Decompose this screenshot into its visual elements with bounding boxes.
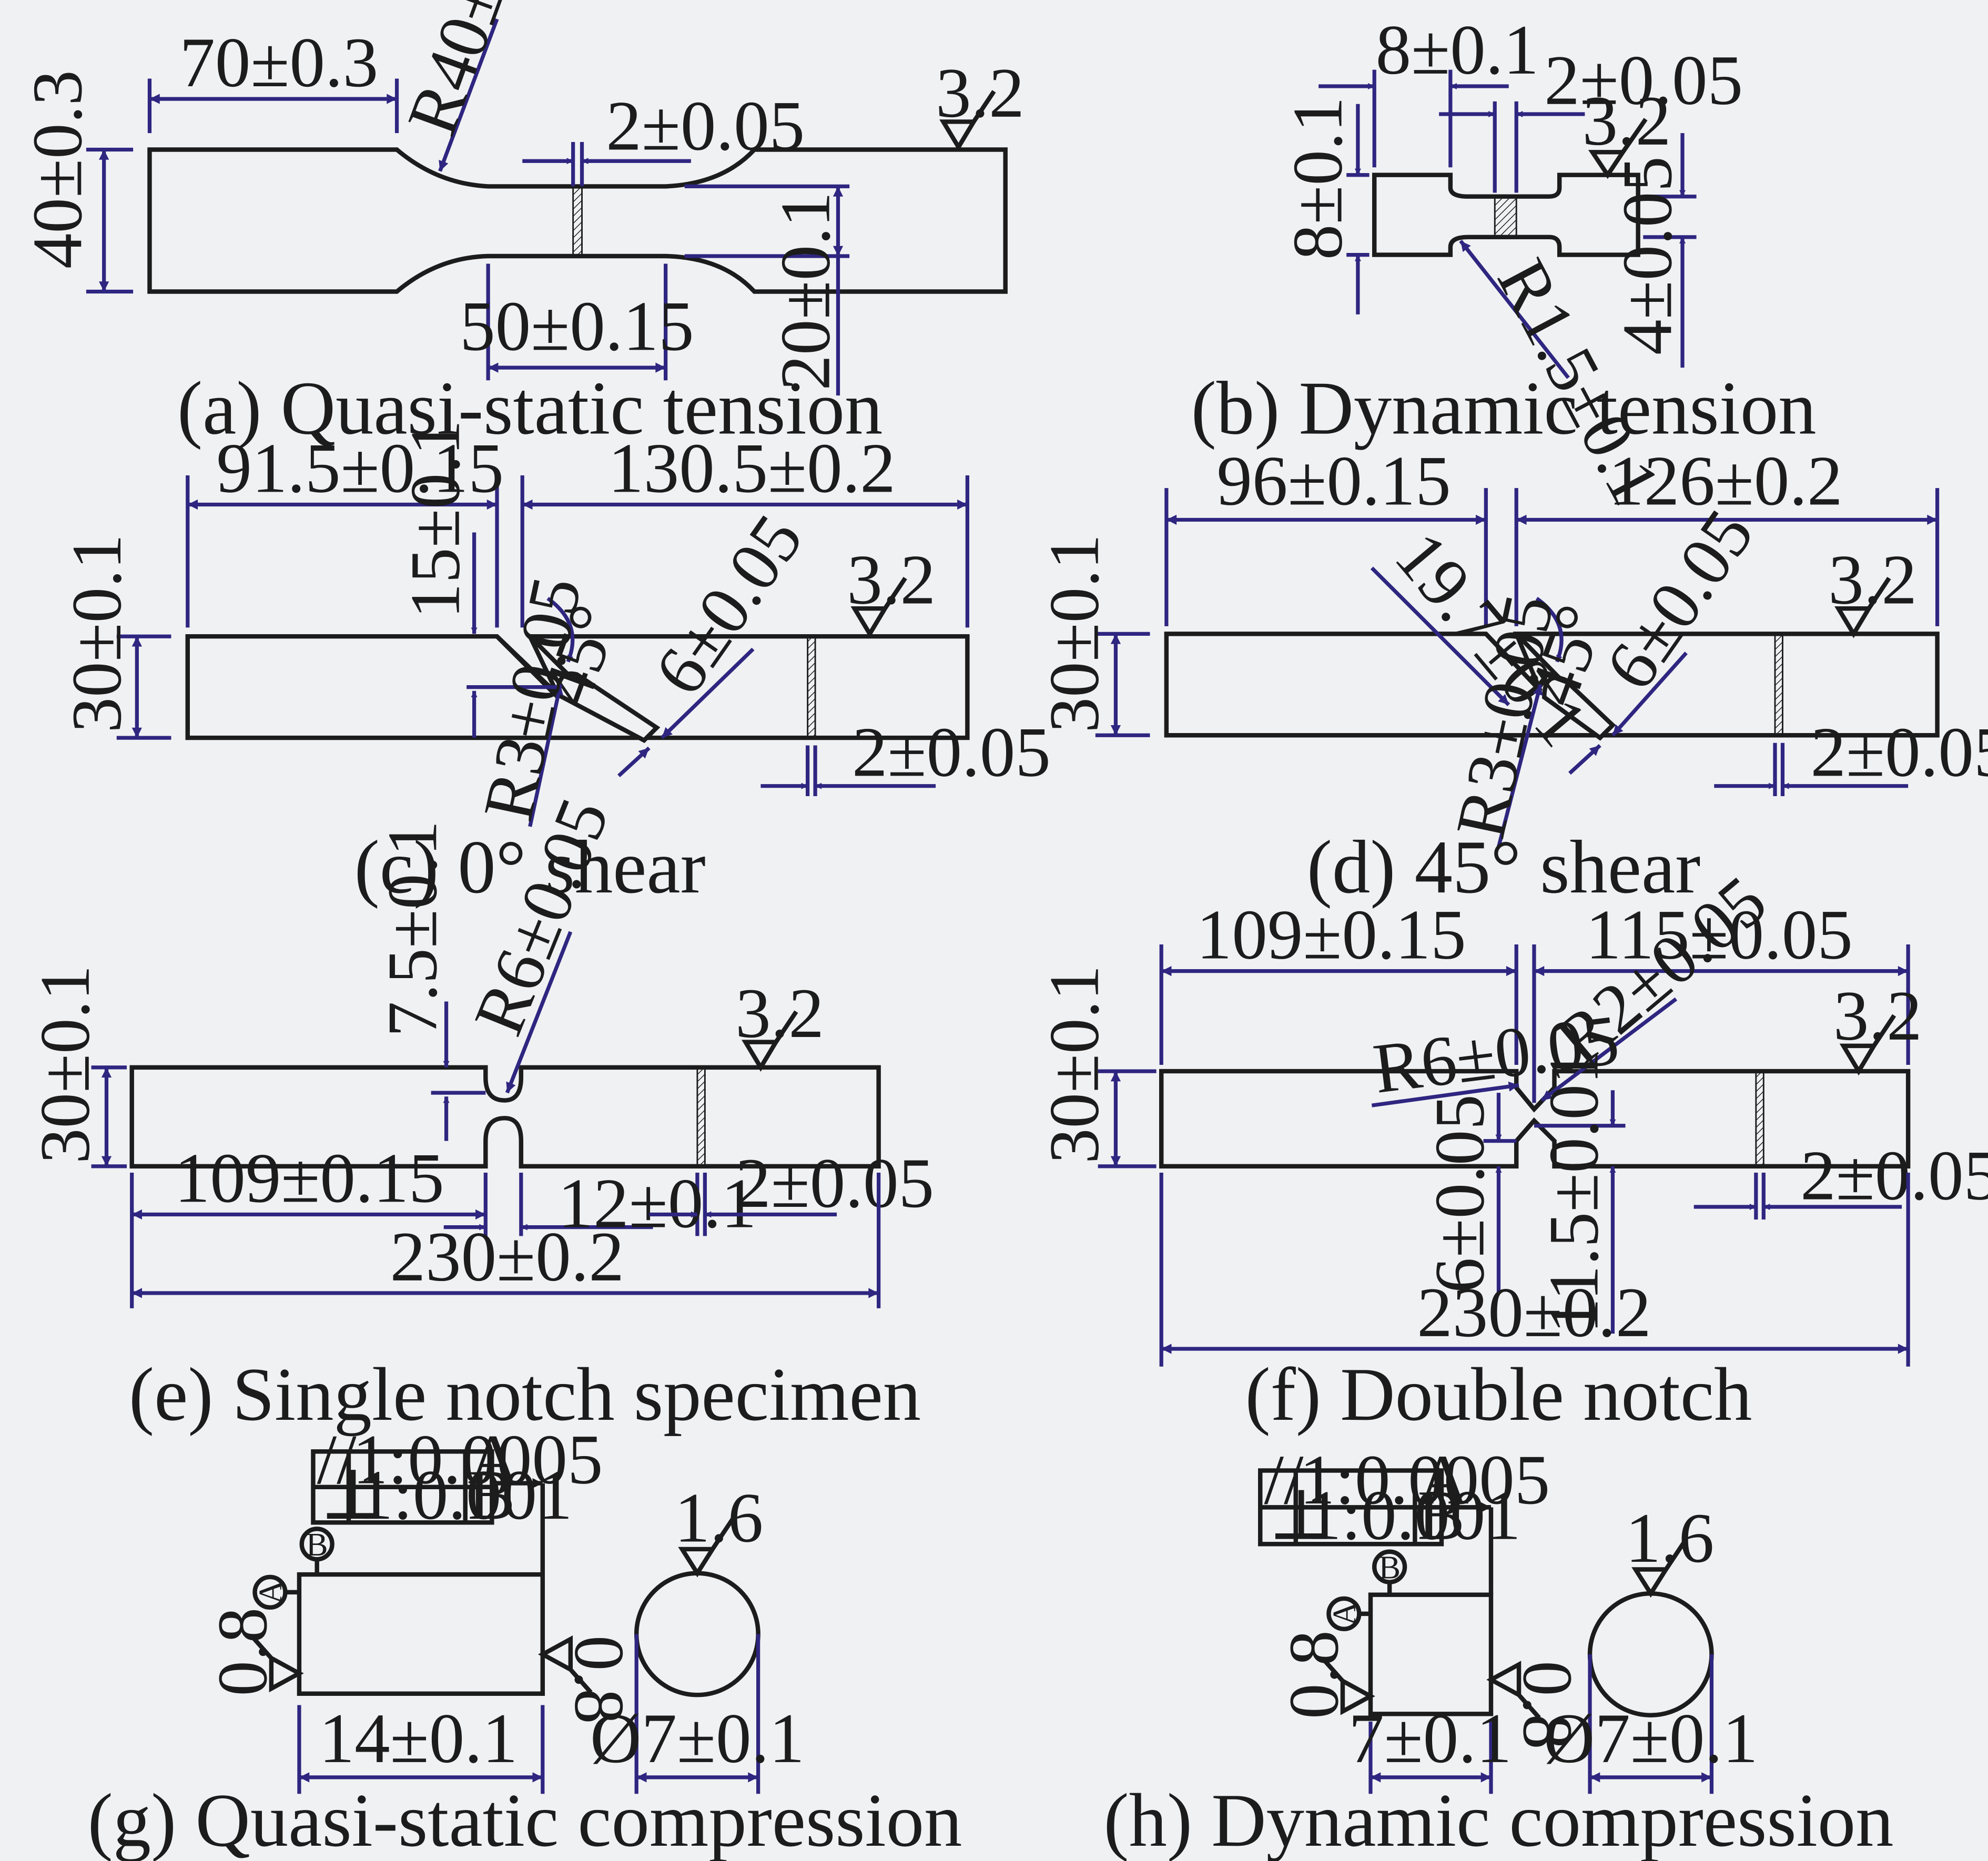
panel-g-quasi-static-compression: // 1:0.0005 A ⊥ 1:0.001 B B A 0.8 0.8 14… xyxy=(88,1421,962,1861)
datum-b: B xyxy=(306,1526,328,1563)
dim-115: 115±0.05 xyxy=(1586,896,1853,974)
double-notch-outline xyxy=(1159,1069,1911,1169)
tol-perpendicular-symbol: ⊥ xyxy=(319,1456,386,1534)
dim-91.5: 91.5±0.15 xyxy=(216,429,504,507)
gauge-hatch xyxy=(572,185,583,257)
dim-2: 2±0.05 xyxy=(606,87,805,166)
datum-b: B xyxy=(1378,1549,1401,1585)
dim-12: 12±0.1 xyxy=(558,1165,757,1243)
dim-96: 96±0.15 xyxy=(1216,442,1451,521)
roughness-top: 1.6 xyxy=(675,1479,764,1557)
dim-8-height: 8±0.1 xyxy=(1279,97,1357,260)
datum-a: A xyxy=(252,1580,289,1604)
dim-2: 2±0.05 xyxy=(735,1144,934,1223)
dim-30: 30±0.1 xyxy=(26,965,105,1164)
gauge-hatch xyxy=(1755,1070,1764,1167)
dim-7: 7±0.1 xyxy=(1348,1700,1512,1778)
dim-109: 109±0.15 xyxy=(1196,896,1466,974)
dim-30: 30±0.1 xyxy=(58,534,136,733)
gauge-hatch xyxy=(807,635,816,739)
tol-parallel-value: 1:0.0005 xyxy=(1300,1441,1550,1519)
dim-7.5: 7.5±0.1 xyxy=(373,820,452,1037)
roughness-3.2: 3.2 xyxy=(936,54,1025,133)
caption-f: (f) Double notch xyxy=(1245,1352,1752,1437)
datum-a: A xyxy=(1326,1602,1363,1625)
caption-h: (h) Dynamic compression xyxy=(1103,1778,1893,1861)
tol-perpendicular-ref: B xyxy=(468,1456,515,1534)
dim-230: 230±0.2 xyxy=(390,1218,624,1296)
dim-30: 30±0.1 xyxy=(1036,965,1114,1164)
gauge-hatch xyxy=(1494,196,1517,238)
tol-perpendicular-ref: B xyxy=(1417,1477,1465,1555)
dynamic-tension-outline xyxy=(1372,172,1640,257)
cylinder-end-view xyxy=(1587,1591,1714,1717)
caption-g: (g) Quasi-static compression xyxy=(88,1778,962,1861)
cylinder-side-view xyxy=(297,1572,545,1696)
dim-126: 126±0.2 xyxy=(1608,442,1842,521)
dim-70: 70±0.3 xyxy=(179,24,378,102)
tol-parallel-symbol: // xyxy=(1264,1441,1304,1519)
dim-2: 2±0.05 xyxy=(1544,42,1743,120)
cylinder-side-view xyxy=(1368,1592,1494,1716)
panel-h-dynamic-compression: // 1:0.0005 A ⊥ 1:0.001 B B A 0.8 0.8 7±… xyxy=(1103,1441,1893,1861)
tol-parallel-value: 1:0.0005 xyxy=(352,1421,603,1499)
tol-perpendicular-value: 1:0.001 xyxy=(358,1456,573,1534)
dim-15: 15±0.1 xyxy=(397,420,475,619)
dim-diameter: Ø7±0.1 xyxy=(590,1700,805,1778)
dim-r40: R40±0.15 xyxy=(392,0,562,145)
dim-40: 40±0.3 xyxy=(18,70,97,269)
dim-11.5: 11.5±0.01 xyxy=(1535,1049,1614,1334)
dim-30: 30±0.1 xyxy=(1036,534,1114,733)
panel-b-dynamic-tension: 8±0.1 2±0.05 3.2 8±0.1 R1.5±0.1 4±0.05 (… xyxy=(1191,11,1817,517)
dim-109: 109±0.15 xyxy=(175,1139,444,1217)
dogbone-outline xyxy=(147,147,1008,294)
tol-perpendicular-symbol: ⊥ xyxy=(1268,1477,1335,1555)
dim-2: 2±0.05 xyxy=(1811,713,1988,791)
dim-50: 50±0.15 xyxy=(460,287,694,365)
dim-2: 2±0.05 xyxy=(1800,1137,1988,1215)
dim-6: 6±0.05 xyxy=(640,501,818,709)
panel-d-45-degree-shear: 96±0.15 126±0.2 19.7±0.1 45° 6±0.05 R3±0… xyxy=(1036,442,1988,910)
dim-2: 2±0.05 xyxy=(852,713,1051,791)
dim-14: 14±0.1 xyxy=(319,1700,518,1778)
cylinder-end-view xyxy=(634,1571,760,1697)
dim-20: 20±0.1 xyxy=(767,192,845,391)
roughness-right: 0.8 xyxy=(560,1635,638,1724)
dim-diameter: Ø7±0.1 xyxy=(1544,1700,1758,1778)
roughness-left: 0.8 xyxy=(1275,1630,1353,1719)
roughness-3.2: 3.2 xyxy=(1833,977,1922,1055)
panel-a-quasi-static-tension: 70±0.3 R40±0.15 2±0.05 40±0.3 50±0.15 20… xyxy=(18,0,1025,450)
tol-parallel-symbol: // xyxy=(317,1421,357,1499)
panel-c-zero-degree-shear: 91.5±0.15 130.5±0.2 15±0.1 45° 6±0.05 R3… xyxy=(58,420,1051,910)
slot-end xyxy=(1542,675,1616,741)
tol-parallel-ref: A xyxy=(468,1421,520,1499)
caption-a: (a) Quasi-static tension xyxy=(177,366,883,450)
dim-6: 6±0.05 xyxy=(1421,1094,1499,1293)
dim-230: 230±0.2 xyxy=(1417,1274,1651,1352)
tol-perpendicular-value: 1:0.001 xyxy=(1306,1477,1521,1555)
caption-e: (e) Single notch specimen xyxy=(129,1352,921,1437)
caption-c: (c) 0° shear xyxy=(354,825,706,909)
roughness-top: 1.6 xyxy=(1626,1499,1715,1578)
caption-b: (b) Dynamic tension xyxy=(1191,366,1817,450)
roughness-3.2: 3.2 xyxy=(1583,82,1671,160)
dim-4: 4±0.05 xyxy=(1608,156,1687,355)
caption-d: (d) 45° shear xyxy=(1307,825,1701,909)
panel-f-double-notch: 109±0.15 115±0.05 R2±0.05 R6±0.05 3.2 30… xyxy=(1036,861,1988,1437)
single-notch-outline xyxy=(129,1065,881,1169)
gauge-hatch xyxy=(1774,633,1783,736)
gauge-hatch xyxy=(696,1066,706,1167)
roughness-left: 0.8 xyxy=(204,1608,282,1696)
dim-6: 6±0.05 xyxy=(1590,496,1769,704)
roughness-3.2: 3.2 xyxy=(1828,541,1917,619)
roughness-3.2: 3.2 xyxy=(735,974,824,1053)
dim-8-width: 8±0.1 xyxy=(1376,11,1539,89)
dim-130.5: 130.5±0.2 xyxy=(608,429,896,507)
roughness-right: 0.8 xyxy=(1508,1661,1587,1750)
roughness-3.2: 3.2 xyxy=(847,541,936,619)
